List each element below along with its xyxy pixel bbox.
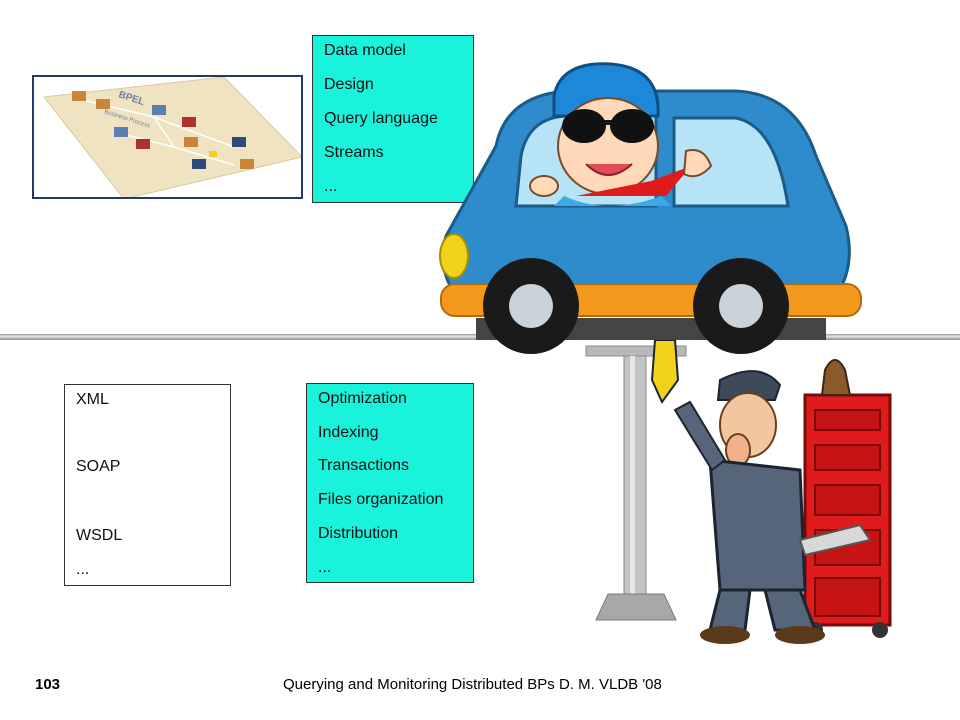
topic-item: Data model — [324, 42, 406, 59]
bpel-process-diagram: BPEL Business Process — [32, 75, 303, 199]
standard-item: XML — [76, 391, 109, 408]
engine-topics-box: Optimization Indexing Transactions Files… — [306, 383, 474, 583]
slide-footer-title: Querying and Monitoring Distributed BPs … — [283, 676, 662, 693]
topic-item: Transactions — [318, 457, 409, 474]
red-toolbox — [803, 359, 892, 638]
topic-item: Streams — [324, 144, 384, 161]
mechanic-illustration — [650, 340, 892, 644]
topic-item: Files organization — [318, 491, 444, 508]
topic-item: Query language — [324, 110, 438, 127]
topic-item: Indexing — [318, 424, 379, 441]
topic-item: ... — [318, 559, 332, 576]
topic-item: ... — [324, 178, 338, 195]
standard-item: SOAP — [76, 458, 121, 475]
driver-character — [529, 62, 713, 206]
bpel-diagram-graphic: BPEL Business Process — [43, 77, 301, 197]
standard-item: WSDL — [76, 527, 123, 544]
standard-item: ... — [76, 561, 90, 578]
topic-item: Distribution — [318, 525, 399, 542]
data-topics-box: Data model Design Query language Streams… — [312, 35, 474, 203]
process-node-group — [72, 91, 254, 169]
topic-item: Design — [324, 76, 374, 93]
car-lift-pole — [585, 345, 687, 621]
mechanic-character — [650, 340, 872, 644]
standards-box: XML SOAP WSDL ... — [64, 384, 231, 586]
slide-number: 103 — [35, 676, 61, 693]
car-with-driver-illustration — [439, 62, 862, 354]
topic-item: Optimization — [318, 390, 407, 407]
